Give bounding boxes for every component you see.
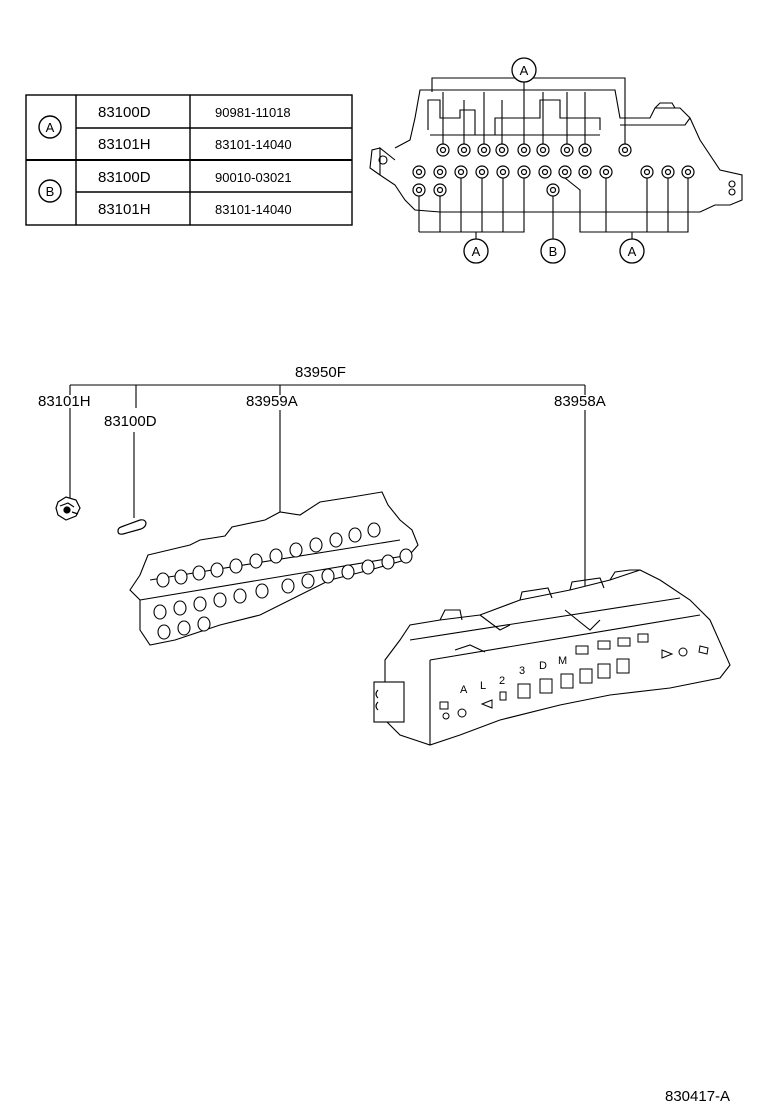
fuel-icon — [499, 691, 507, 701]
gear-mark-m: M — [558, 655, 567, 667]
battery-icon — [439, 701, 449, 710]
gear-mark-2: 2 — [499, 675, 505, 687]
gear-mark-3: 3 — [519, 665, 525, 677]
label-bulb: 83100D — [104, 413, 157, 430]
table-part-3: 83100D — [98, 169, 151, 186]
circuit-plate-holes — [153, 522, 413, 640]
callout-b-letter: B — [549, 244, 558, 259]
bulb-part — [117, 519, 147, 535]
table-number-1: 90981-11018 — [215, 105, 291, 120]
group-b-badge — [38, 179, 62, 203]
group-b-letter: B — [46, 184, 55, 199]
label-plate: 83959A — [246, 393, 298, 410]
table-number-2: 83101-14040 — [215, 137, 292, 152]
gear-mark-l: L — [480, 680, 486, 692]
callout-a-left-letter: A — [472, 244, 481, 259]
meter-housing — [373, 569, 731, 746]
arrow-left-icon — [480, 699, 493, 709]
table-part-2: 83101H — [98, 136, 151, 153]
callout-a-right-letter: A — [628, 244, 637, 259]
label-assembly: 83950F — [295, 364, 346, 381]
rear-sockets — [412, 143, 695, 197]
lamp-icon — [678, 647, 688, 657]
seatbelt-icon — [442, 712, 450, 720]
callout-a-left — [463, 238, 489, 264]
callout-b — [540, 238, 566, 264]
diagram-code: 830417-A — [665, 1088, 730, 1105]
rear-view-drawing — [369, 77, 743, 240]
gear-mark-d: D — [539, 660, 547, 672]
brake-icon — [457, 708, 467, 718]
leader-lines — [69, 384, 586, 590]
table-number-3: 90010-03021 — [215, 170, 292, 185]
label-housing: 83958A — [554, 393, 606, 410]
socket-row-2 — [412, 165, 695, 179]
warning-icons — [439, 645, 709, 720]
socket-row-3 — [412, 183, 560, 197]
indicator-windows — [517, 633, 649, 699]
gear-mark-a: A — [460, 684, 468, 696]
arrow-right-icon — [661, 649, 674, 659]
group-a-badge — [38, 115, 62, 139]
door-icon — [698, 645, 709, 655]
socket-part — [55, 496, 81, 521]
label-socket: 83101H — [38, 393, 91, 410]
table-part-1: 83100D — [98, 104, 151, 121]
socket-row-1 — [436, 143, 632, 157]
table-number-4: 83101-14040 — [215, 202, 292, 217]
part-table — [25, 94, 353, 226]
table-part-4: 83101H — [98, 201, 151, 218]
callout-a-top — [511, 57, 537, 83]
callout-a-right — [619, 238, 645, 264]
group-a-letter: A — [46, 120, 55, 135]
circuit-plate — [129, 491, 419, 646]
callout-a-top-letter: A — [520, 63, 529, 78]
